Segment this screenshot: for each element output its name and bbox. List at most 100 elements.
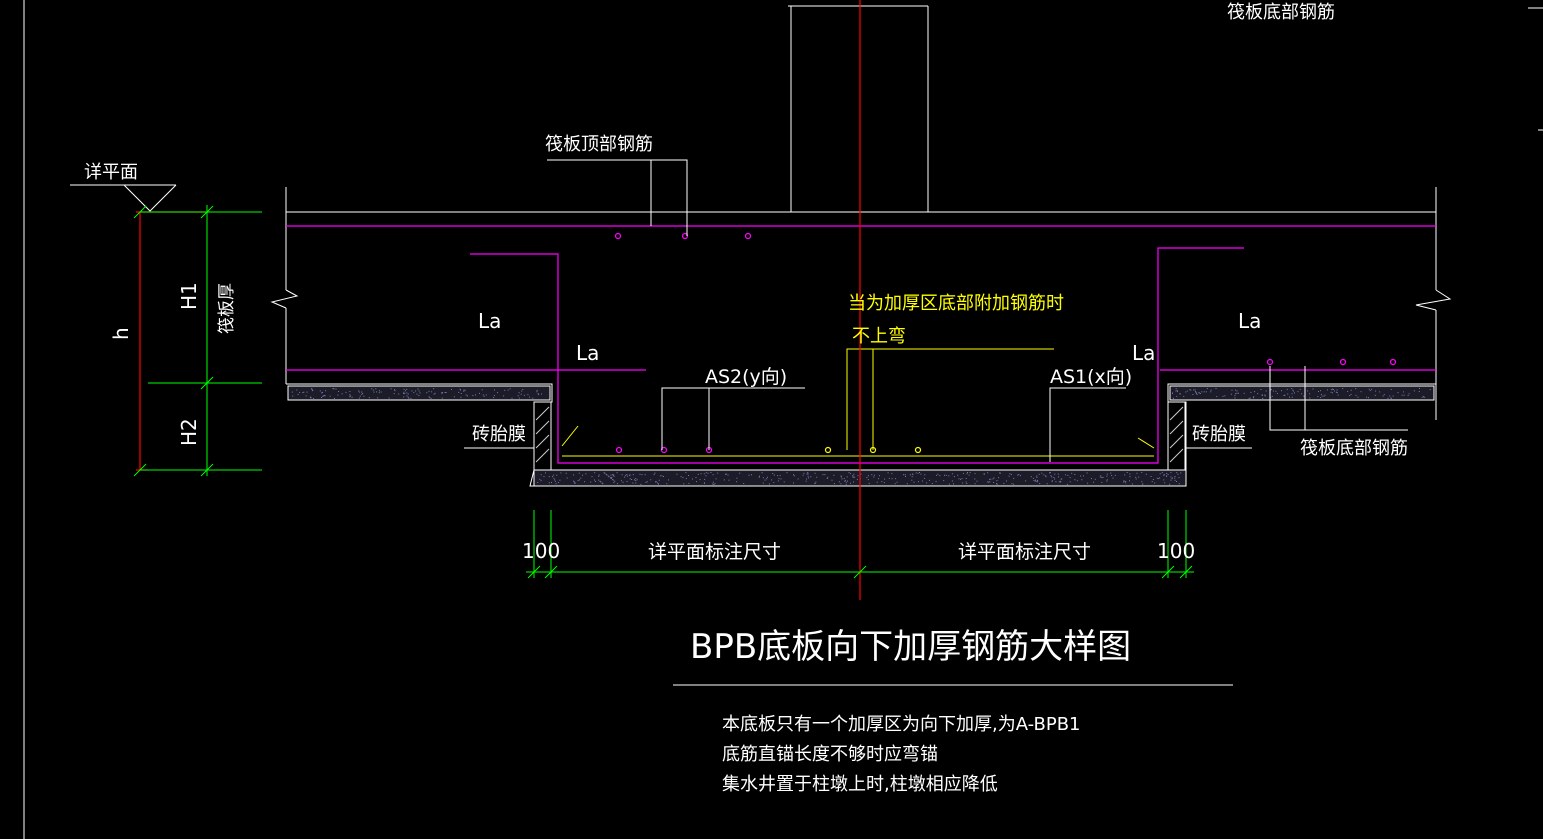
cushion-speckle [333, 388, 335, 390]
cushion-speckle [1355, 394, 1357, 396]
cushion-speckle [666, 483, 668, 485]
cushion-speckle [1320, 393, 1322, 395]
cushion-speckle [1131, 483, 1133, 485]
cushion-speckle [1205, 391, 1207, 393]
cushion-speckle [376, 391, 378, 393]
cushion-speckle [1045, 475, 1047, 477]
cushion-speckle [1006, 480, 1007, 482]
cushion-speckle [921, 480, 923, 482]
cushion-speckle [602, 483, 604, 485]
cushion-speckle [292, 395, 294, 397]
cushion-speckle [1419, 388, 1420, 389]
cushion-speckle [848, 472, 850, 474]
cushion-speckle [1151, 481, 1153, 483]
cushion-speckle [926, 482, 928, 484]
cushion-speckle [578, 472, 580, 474]
cushion-speckle [661, 475, 663, 477]
cushion-speckle [410, 397, 412, 399]
label-brick-right: 砖胎膜 [1192, 424, 1246, 445]
cushion-speckle [493, 395, 495, 397]
cushion-speckle [1408, 393, 1410, 395]
cushion-speckle [345, 391, 347, 393]
cushion-speckle [322, 395, 324, 397]
cushion-speckle [359, 391, 361, 393]
cushion-speckle [999, 473, 1001, 474]
cushion-speckle [989, 478, 991, 480]
cushion-speckle [758, 476, 760, 478]
cushion-speckle [1234, 395, 1236, 397]
cushion-speckle [700, 473, 702, 475]
cushion-speckle [688, 475, 689, 476]
cushion-speckle [608, 476, 610, 478]
cushion-speckle [1124, 474, 1126, 476]
cushion-speckle [948, 475, 950, 477]
cushion-speckle [951, 473, 953, 475]
cushion-speckle [844, 480, 846, 482]
cushion-speckle [560, 472, 562, 474]
cushion-speckle [403, 396, 405, 398]
cushion-speckle [1163, 475, 1165, 476]
cushion-speckle [361, 393, 363, 395]
cushion-speckle [840, 476, 842, 478]
cushion-speckle [574, 482, 576, 484]
cushion-speckle [712, 483, 714, 485]
cushion-speckle [958, 478, 960, 480]
cushion-speckle [604, 472, 606, 474]
cushion-speckle [992, 478, 994, 480]
cushion-speckle [1170, 476, 1172, 478]
cushion-speckle [1093, 481, 1095, 483]
cushion-speckle [999, 472, 1001, 474]
cushion-speckle [540, 474, 542, 476]
cushion-speckle [545, 472, 546, 474]
cushion-speckle [948, 483, 950, 485]
cushion-speckle [759, 475, 760, 477]
cushion-speckle [894, 483, 896, 485]
cushion-speckle [1248, 398, 1250, 399]
note-1: 本底板只有一个加厚区为向下加厚,为A-BPB1 [722, 714, 1081, 735]
cushion-speckle [459, 388, 461, 390]
cushion-speckle [606, 474, 608, 476]
cushion-speckle [993, 482, 995, 483]
cushion-speckle [707, 472, 709, 474]
label-as2: AS2(y向) [705, 366, 787, 388]
cushion-speckle [537, 482, 539, 483]
cushion-speckle [1330, 391, 1332, 393]
cushion-speckle [536, 389, 538, 391]
cushion-speckle [1083, 475, 1084, 477]
cushion-speckle [1357, 396, 1359, 398]
cushion-speckle [537, 393, 539, 395]
cushion-speckle [408, 397, 410, 399]
cushion-speckle [388, 397, 390, 399]
cushion-speckle [725, 473, 727, 475]
cushion-speckle [911, 479, 913, 481]
cushion-speckle [778, 478, 780, 480]
cushion-speckle [919, 472, 920, 473]
cushion-speckle [884, 478, 886, 480]
label-note-line2: 不上弯 [852, 326, 906, 347]
cushion-speckle [1198, 392, 1200, 394]
note-leader-lines [846, 348, 1054, 450]
cushion-speckle [1337, 394, 1339, 396]
cushion-speckle [1423, 396, 1425, 397]
cushion-speckle [682, 477, 684, 479]
cushion-speckle [453, 396, 455, 398]
cushion-speckle [302, 392, 304, 394]
cushion-speckle [1163, 473, 1165, 475]
cushion-speckle [548, 482, 550, 484]
cushion-speckle [966, 473, 968, 475]
cushion-speckle [658, 479, 660, 481]
label-la-right-upper: La [1238, 309, 1261, 333]
cushion-speckle [433, 388, 435, 390]
cushion-speckle [911, 476, 913, 478]
cushion-speckle [854, 476, 856, 478]
cushion-speckle [1347, 391, 1349, 392]
cushion-speckle [538, 394, 540, 396]
cushion-speckle [683, 483, 685, 485]
cushion-speckle [1271, 395, 1273, 397]
cushion-speckle [1125, 481, 1127, 482]
cushion-speckle [621, 474, 623, 476]
cushion-speckle [1171, 477, 1173, 479]
cushion-speckle [322, 391, 323, 393]
cushion-speckle [1249, 397, 1251, 399]
cushion-speckle [974, 478, 976, 480]
